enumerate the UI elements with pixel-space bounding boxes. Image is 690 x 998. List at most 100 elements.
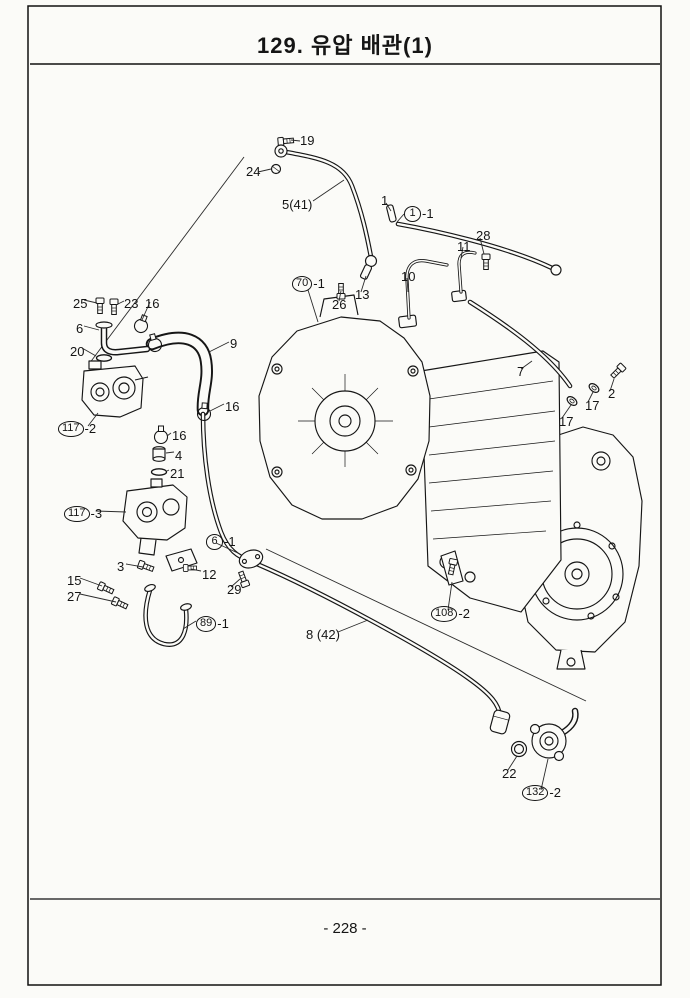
bolt-25 [95,297,105,314]
construction-lines [88,156,587,702]
part-number: 16 [145,296,160,311]
part-suffix: -2 [84,421,97,437]
part-label-24: 24 [246,164,260,179]
part-suffix: -1 [224,534,236,550]
part-label-22: 22 [502,766,516,781]
circled-part-number: 117 [64,506,90,522]
part-label-6: 6 [76,321,83,336]
part-number: 25 [73,296,88,311]
circled-part-number: 1 [404,206,421,222]
part-number: 3 [117,559,125,574]
part-label-23: 23 [124,296,138,311]
circled-part-number: 132 [522,785,549,801]
part-label-27: 27 [67,589,81,604]
flange-132-2 [529,723,567,762]
bolt-19 [277,135,295,147]
part-number: 6 [76,321,84,336]
part-label-7: 7 [517,364,524,379]
bolt-15 [96,581,116,596]
oring-22 [510,740,528,758]
part-suffix: -1 [422,206,434,222]
circled-part-number: 117 [58,421,84,437]
part-label-89-1: 89-1 [196,616,229,632]
part-number: 2 [608,386,616,401]
part-number: 17 [585,398,600,413]
circled-part-number: 70 [292,276,313,292]
part-number: 28 [476,228,491,243]
part-label-117-3: 117-3 [64,506,102,522]
part-number: 8 (42) [306,627,340,642]
part-number: 1 [381,193,389,208]
part-label-13: 13 [355,287,369,302]
part-number: 12 [202,567,217,582]
fasteners [95,135,627,762]
part-label-2: 2 [608,386,615,401]
part-number: 7 [517,364,525,379]
bolt-2 [609,362,627,380]
part-label-16: 16 [172,428,186,443]
part-number: 16 [225,399,240,414]
bell-housing [258,294,431,520]
part-suffix: -1 [313,276,325,292]
part-label-1: 1 [381,193,388,208]
page-title: 129. 유압 배관(1) [257,33,433,58]
part-label-10: 10 [401,269,415,284]
bracket-12 [165,548,198,572]
part-label-26: 26 [332,297,346,312]
part-number: 15 [67,573,82,588]
part-label-4: 4 [175,448,182,463]
part-number: 23 [124,296,139,311]
flange-6-1 [238,549,264,569]
part-label-70-1: 70-1 [292,276,325,292]
plug-4 [152,446,166,462]
part-number: 4 [175,448,183,463]
pipes [100,149,579,737]
page-frame [27,5,662,986]
part-label-16: 16 [145,296,159,311]
part-label-21: 21 [170,466,184,481]
part-number: 20 [70,344,85,359]
part-number: 13 [355,287,370,302]
part-suffix: -3 [90,506,103,522]
part-number: 27 [67,589,82,604]
part-label-19: 19 [300,133,314,148]
page-number: - 228 - [323,920,367,937]
part-label-541: 5(41) [282,197,312,212]
part-label-25: 25 [73,296,87,311]
part-label-132-2: 132-2 [522,785,561,801]
leader-lines [79,139,615,791]
part-label-29: 29 [227,582,241,597]
bolt-28 [481,253,491,270]
part-label-15: 15 [67,573,81,588]
part-label-117-2: 117-2 [58,421,96,437]
part-number: 9 [230,336,238,351]
part-number: 16 [172,428,187,443]
part-number: 5(41) [282,197,313,212]
part-label-20: 20 [70,344,84,359]
fitting-13 [359,264,373,280]
part-label-3: 3 [117,559,124,574]
oring-21 [150,468,168,476]
part-label-9: 9 [230,336,237,351]
part-label-17: 17 [585,398,599,413]
part-number: 19 [300,133,315,148]
part-number: 21 [170,466,185,481]
circled-part-number: 108 [431,606,458,622]
circled-part-number: 89 [196,616,217,632]
part-label-17: 17 [559,414,573,429]
transmission-assembly [258,289,643,670]
part-label-12: 12 [202,567,216,582]
part-label-842: 8 (42) [306,627,340,642]
part-number: 26 [332,297,347,312]
part-suffix: -2 [549,785,561,801]
part-label-11: 11 [457,239,471,254]
part-label-28: 28 [476,228,490,243]
part-number: 24 [246,164,261,179]
part-number: 29 [227,582,242,597]
hydraulic-pump-117-2 [81,360,149,418]
hydraulic-pump-117-3 [122,478,188,556]
bolt-27 [110,596,130,611]
part-suffix: -2 [458,606,470,622]
